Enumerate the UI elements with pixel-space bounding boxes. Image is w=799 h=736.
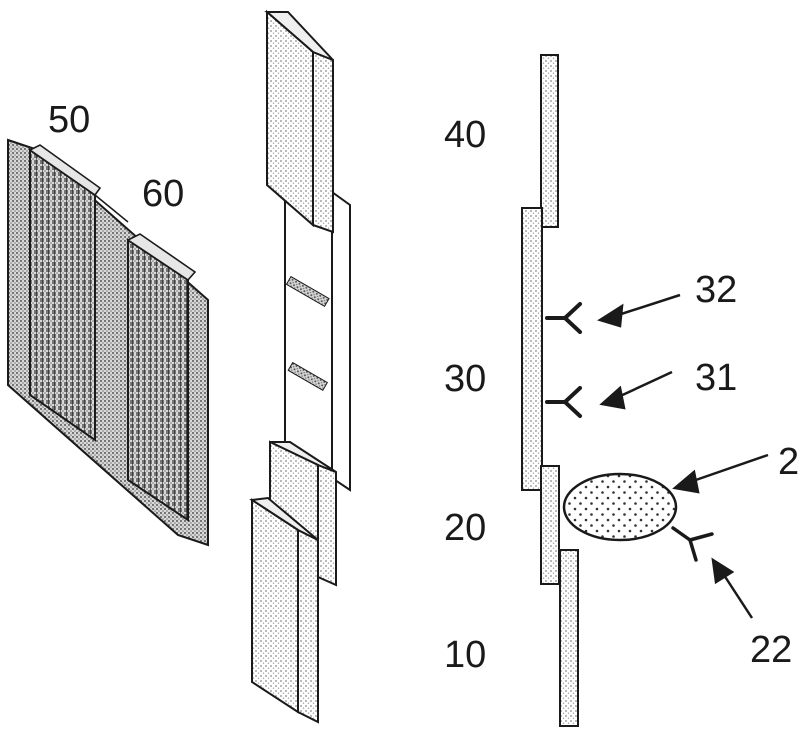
conjugate-pad-side [318,465,336,585]
antibody-32-icon [547,304,580,332]
arrows [600,295,768,618]
layer-20 [541,466,559,584]
sample-pad-front [252,500,298,712]
label-20: 20 [444,507,486,549]
label-30: 30 [444,358,486,400]
layer-10 [560,550,578,726]
label-22: 22 [750,629,792,671]
membrane-strip-side [332,192,350,490]
membrane-strip [285,192,332,478]
label-10: 10 [444,634,486,676]
pad-50-face [30,150,95,440]
layer-30 [522,208,542,490]
sample-pad-side [298,530,318,722]
exploded-strip-group [252,12,350,722]
label-21: 2 [778,441,799,483]
absorbent-pad-side [313,52,333,232]
label-32: 32 [695,269,737,311]
conjugate-particle [564,474,676,540]
pad-60-face [128,240,188,520]
antibody-31-icon [547,388,580,416]
antibody-22-icon [673,528,712,560]
label-31: 31 [695,357,737,399]
label-40: 40 [444,114,486,156]
label-60: 60 [142,173,184,215]
label-50: 50 [48,99,90,141]
layer-40 [541,55,558,227]
